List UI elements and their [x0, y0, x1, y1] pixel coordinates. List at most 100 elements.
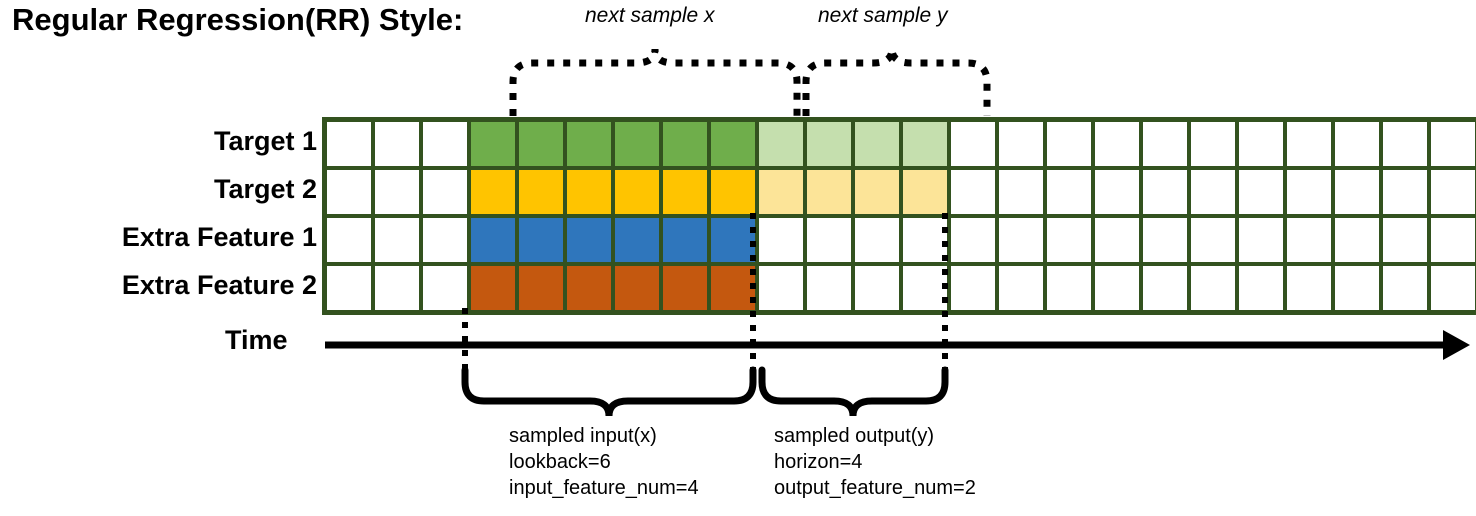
row-label-extra-feature-2: Extra Feature 2	[121, 270, 317, 300]
grid-cell-input	[471, 218, 515, 262]
grid-cell-blank	[1383, 170, 1427, 214]
grid-cell-input	[711, 218, 755, 262]
grid-cell-blank	[1287, 122, 1331, 166]
grid-row	[327, 122, 1475, 166]
dotted-brace-next-sample-y	[802, 48, 991, 116]
grid-cell-input	[663, 122, 707, 166]
grid-cell-blank	[1383, 266, 1427, 310]
grid-cell-output	[855, 170, 899, 214]
grid-cell-blank	[807, 266, 851, 310]
grid-cell-blank	[1239, 218, 1283, 262]
grid-cell-input	[711, 266, 755, 310]
grid-cell-blank	[1095, 170, 1139, 214]
label-next-sample-y: next sample y	[818, 4, 948, 27]
grid-cell-blank	[1287, 218, 1331, 262]
grid-cell-blank	[1191, 218, 1235, 262]
grid-cell-blank	[375, 170, 419, 214]
row-label-extra-feature-1: Extra Feature 1	[121, 222, 317, 252]
grid-cell-blank	[1335, 266, 1379, 310]
grid-cell-blank	[1047, 218, 1091, 262]
grid-cell-blank	[1431, 266, 1475, 310]
grid-cell-blank	[1143, 122, 1187, 166]
grid-cell-blank	[423, 266, 467, 310]
grid-cell-blank	[327, 266, 371, 310]
grid-cell-blank	[375, 122, 419, 166]
annotation-sampled-input: sampled input(x) lookback=6 input_featur…	[509, 423, 699, 501]
grid-cell-input	[519, 266, 563, 310]
grid-cell-blank	[903, 218, 947, 262]
grid-cell-blank	[1239, 170, 1283, 214]
grid-cell-blank	[1191, 170, 1235, 214]
grid-cell-blank	[327, 218, 371, 262]
grid-cell-input	[471, 266, 515, 310]
grid-cell-blank	[855, 218, 899, 262]
grid-cell-blank	[423, 170, 467, 214]
grid-row	[327, 170, 1475, 214]
timeseries-grid	[322, 117, 1476, 315]
grid-cell-blank	[999, 218, 1043, 262]
grid-cell-blank	[1287, 170, 1331, 214]
grid-cell-input	[663, 218, 707, 262]
grid-cell-blank	[903, 266, 947, 310]
grid-cell-blank	[1335, 122, 1379, 166]
curly-brace-output	[758, 366, 949, 417]
grid-cell-input	[615, 266, 659, 310]
grid-cell-blank	[951, 170, 995, 214]
annotation-output-line3: output_feature_num=2	[774, 477, 976, 499]
grid-row	[327, 218, 1475, 262]
grid-cell-blank	[951, 266, 995, 310]
row-label-target-1: Target 1	[213, 126, 317, 156]
grid-cell-blank	[855, 266, 899, 310]
grid-cell-blank	[1143, 266, 1187, 310]
annotation-output-line2: horizon=4	[774, 451, 863, 473]
annotation-sampled-output: sampled output(y) horizon=4 output_featu…	[774, 423, 976, 501]
grid-cell-output	[807, 122, 851, 166]
grid-cell-blank	[1239, 122, 1283, 166]
grid-cell-blank	[759, 266, 803, 310]
grid-cell-blank	[999, 266, 1043, 310]
grid-cell-blank	[375, 266, 419, 310]
grid-cell-blank	[1047, 266, 1091, 310]
grid-cell-blank	[423, 218, 467, 262]
grid-cell-blank	[1431, 170, 1475, 214]
grid-cell-blank	[759, 218, 803, 262]
grid-cell-output	[855, 122, 899, 166]
grid-cell-blank	[951, 218, 995, 262]
grid-cell-blank	[1335, 218, 1379, 262]
grid-cell-blank	[1335, 170, 1379, 214]
grid-cell-blank	[327, 170, 371, 214]
annotation-input-line2: lookback=6	[509, 451, 611, 473]
page-title: Regular Regression(RR) Style:	[12, 2, 464, 37]
grid-cell-blank	[375, 218, 419, 262]
grid-cell-blank	[807, 218, 851, 262]
time-axis-arrow	[325, 330, 1470, 360]
grid-cell-blank	[1191, 266, 1235, 310]
grid-cell-blank	[1095, 266, 1139, 310]
grid-cell-blank	[1239, 266, 1283, 310]
grid-cell-blank	[951, 122, 995, 166]
grid-cell-input	[615, 122, 659, 166]
grid-cell-input	[567, 122, 611, 166]
grid-cell-input	[519, 218, 563, 262]
grid-cell-blank	[1287, 266, 1331, 310]
grid-cell-blank	[1431, 122, 1475, 166]
grid-cell-input	[471, 122, 515, 166]
grid-cell-input	[567, 266, 611, 310]
grid-cell-blank	[1431, 218, 1475, 262]
grid-cell-blank	[1047, 122, 1091, 166]
grid-cell-blank	[1095, 122, 1139, 166]
grid-cell-blank	[1191, 122, 1235, 166]
grid-cell-input	[615, 218, 659, 262]
grid-cell-blank	[423, 122, 467, 166]
grid-cell-output	[759, 122, 803, 166]
grid-cell-blank	[327, 122, 371, 166]
grid-cell-output	[903, 170, 947, 214]
grid-cell-output	[903, 122, 947, 166]
annotation-input-line3: input_feature_num=4	[509, 477, 699, 499]
grid-cell-output	[807, 170, 851, 214]
grid-cell-blank	[1143, 218, 1187, 262]
curly-brace-input	[461, 366, 757, 417]
grid-cell-output	[759, 170, 803, 214]
grid-cell-input	[567, 170, 611, 214]
